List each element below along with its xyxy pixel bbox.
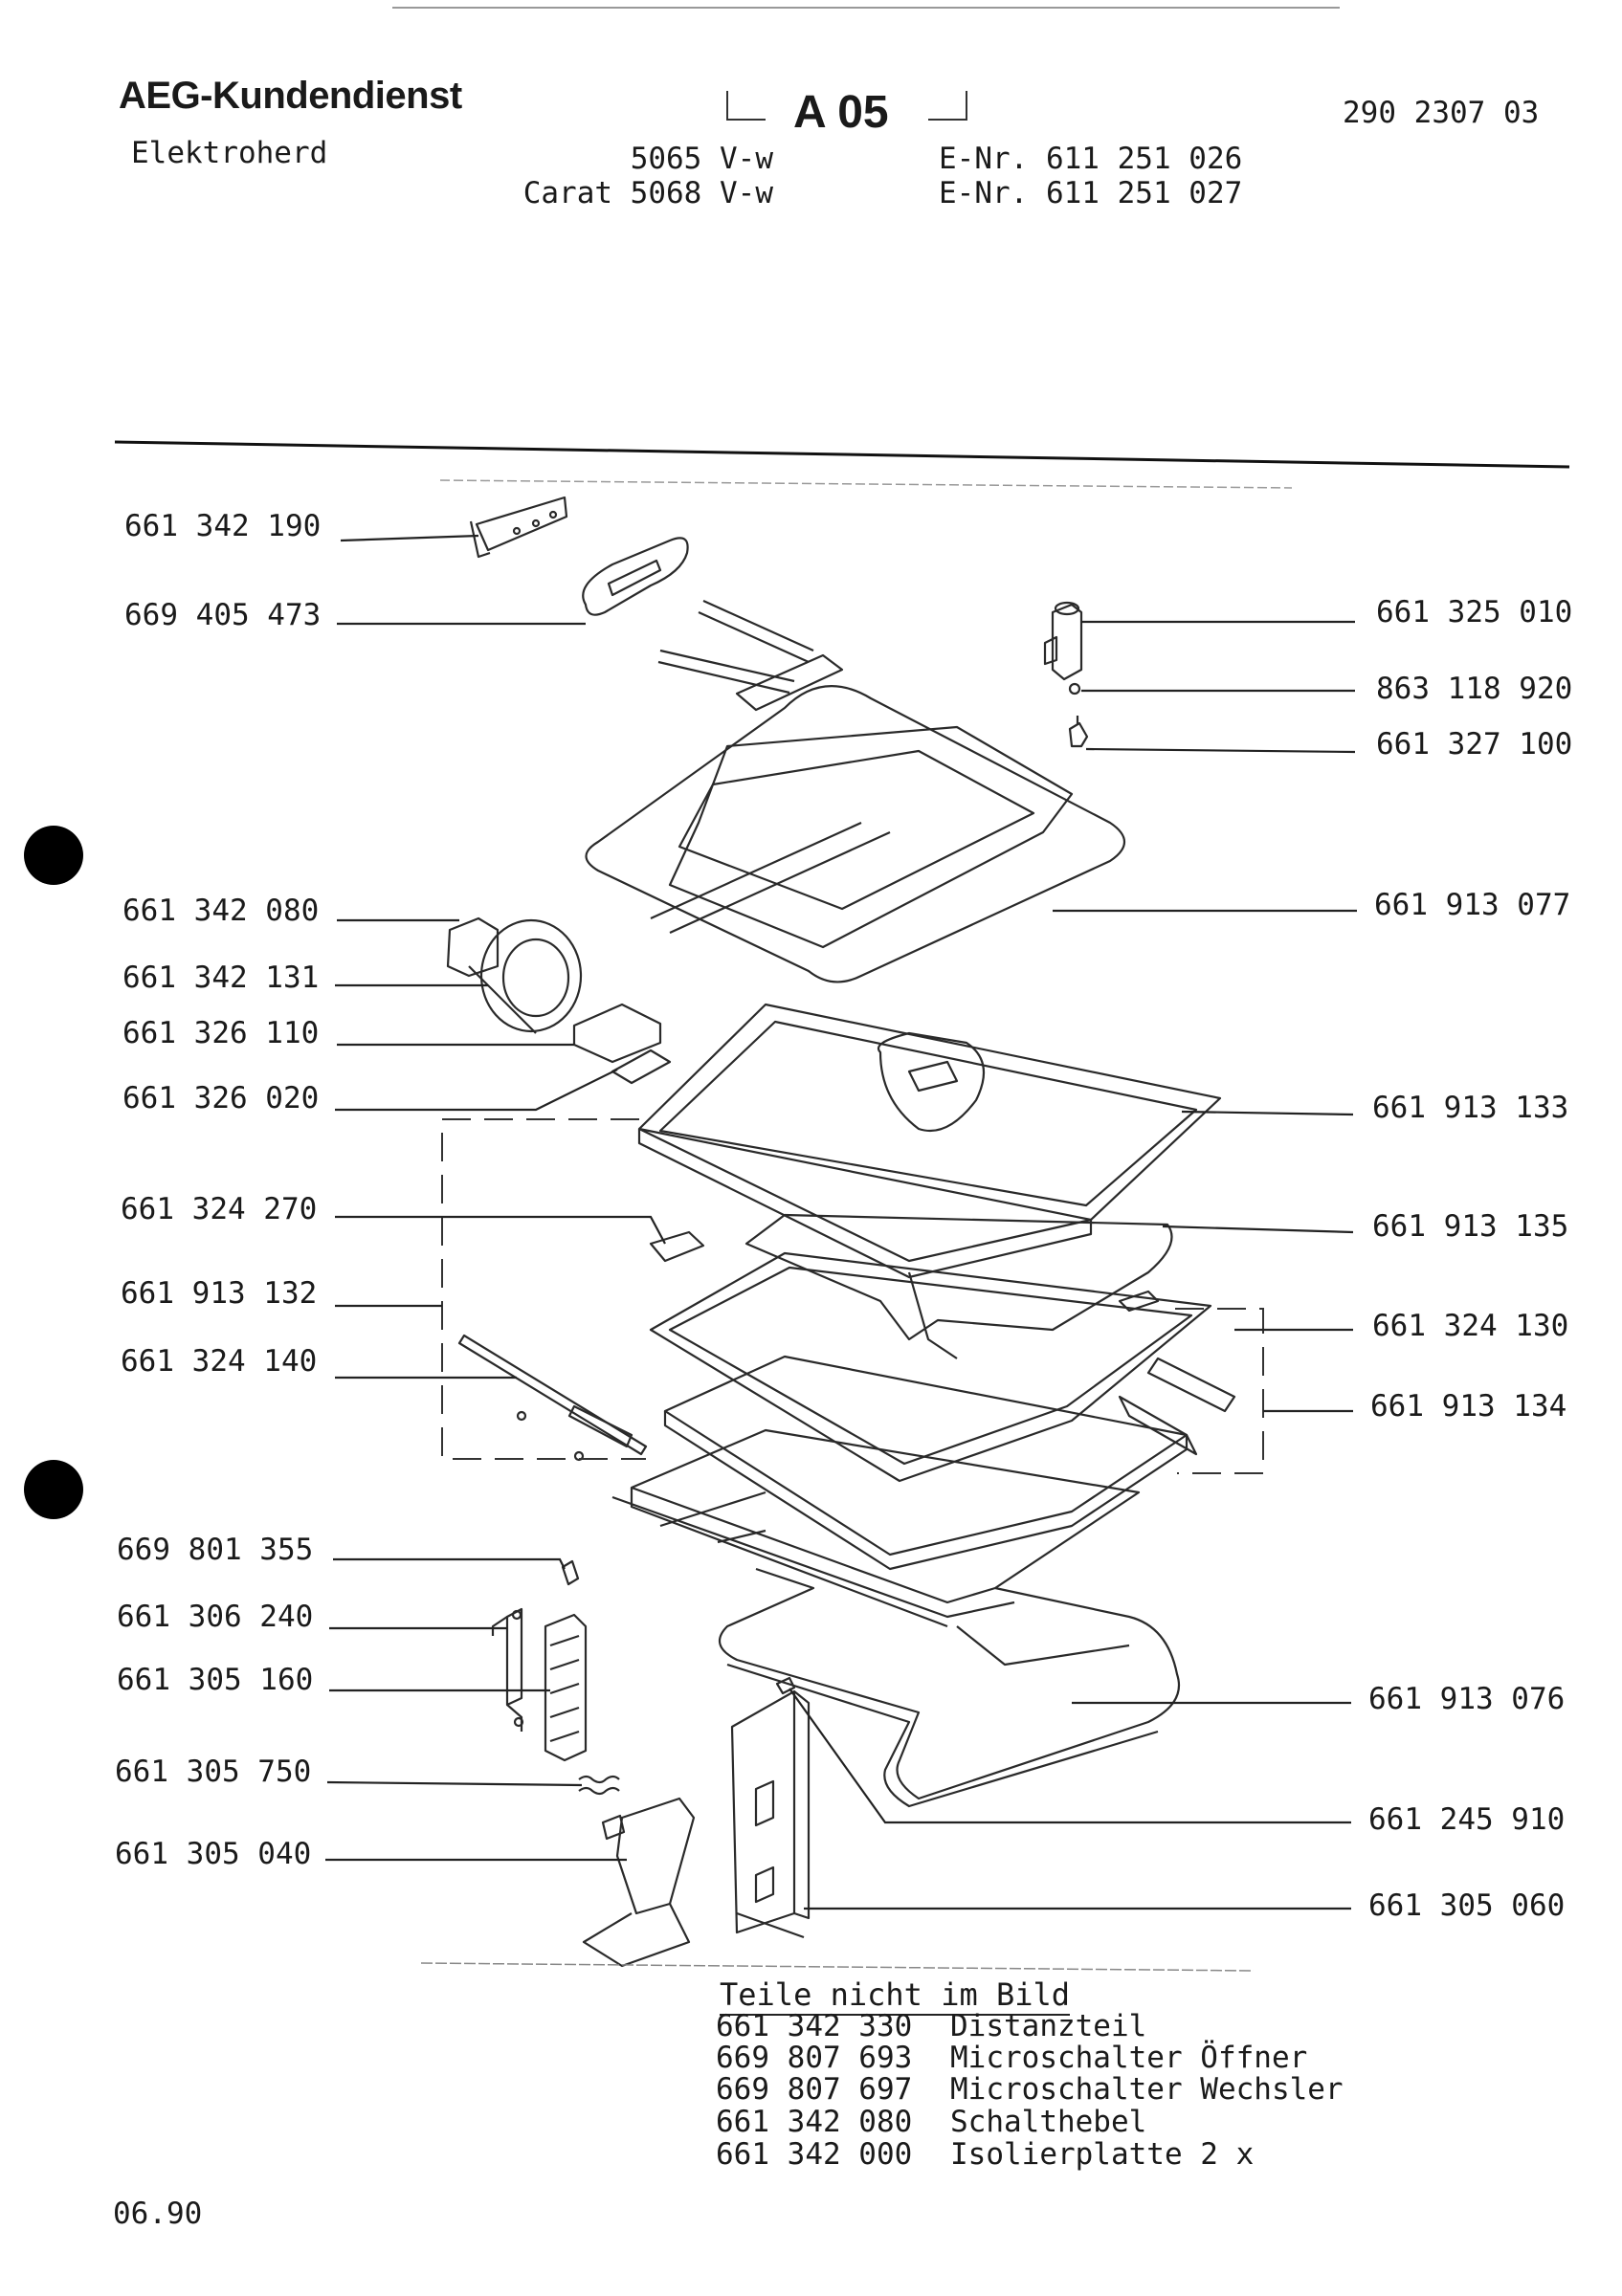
part-number: 669 405 473 <box>124 598 322 632</box>
part-number: 661 913 134 <box>1370 1389 1567 1424</box>
document-number: 290 2307 03 <box>1343 96 1540 130</box>
appliance-type: Elektroherd <box>131 136 328 170</box>
not-shown-desc: Distanzteil <box>950 2009 1147 2043</box>
binder-hole <box>24 1460 83 1519</box>
part-number: 661 305 750 <box>115 1755 312 1789</box>
not-shown-number: 669 807 693 <box>716 2041 913 2075</box>
not-shown-desc: Isolierplatte 2 x <box>950 2137 1255 2172</box>
model-enr: E-Nr. 611 251 026 <box>939 142 1243 176</box>
model-name: 5065 V-w <box>630 142 773 176</box>
model-enr: E-Nr. 611 251 027 <box>939 176 1243 210</box>
header-separator <box>114 440 1570 469</box>
part-number: 661 305 040 <box>115 1837 312 1871</box>
not-shown-heading: Teile nicht im Bild <box>720 1976 1071 2016</box>
part-number: 661 913 135 <box>1372 1209 1569 1244</box>
model-name: Carat 5068 V-w <box>522 176 773 210</box>
binder-hole <box>24 826 83 885</box>
brand-title: AEG-Kundendienst <box>119 75 462 117</box>
part-number: 863 118 920 <box>1376 672 1573 706</box>
part-number: 661 342 080 <box>122 894 320 928</box>
not-shown-number: 661 342 080 <box>716 2105 913 2139</box>
part-number: 661 305 160 <box>117 1663 314 1697</box>
not-shown-desc: Schalthebel <box>950 2105 1147 2139</box>
part-number: 661 913 076 <box>1368 1682 1566 1716</box>
sheet-code: A 05 <box>793 87 889 138</box>
part-number: 669 801 355 <box>117 1533 314 1567</box>
not-shown-number: 669 807 697 <box>716 2072 913 2107</box>
part-number: 661 324 140 <box>121 1344 318 1379</box>
part-number: 661 326 020 <box>122 1081 320 1115</box>
part-number: 661 327 100 <box>1376 727 1573 762</box>
part-number: 661 324 130 <box>1372 1309 1569 1343</box>
part-number: 661 342 131 <box>122 960 320 995</box>
sheet-bracket-left <box>726 91 766 121</box>
issue-date: 06.90 <box>113 2197 203 2231</box>
part-number: 661 326 110 <box>122 1016 320 1050</box>
not-shown-desc: Microschalter Wechsler <box>950 2072 1344 2107</box>
part-number: 661 306 240 <box>117 1600 314 1634</box>
part-number: 661 913 077 <box>1374 888 1571 922</box>
part-number: 661 324 270 <box>121 1192 318 1226</box>
not-shown-number: 661 342 330 <box>716 2009 913 2043</box>
part-number: 661 305 060 <box>1368 1888 1566 1923</box>
part-number: 661 913 133 <box>1372 1091 1569 1125</box>
sheet-bracket-right <box>928 91 967 121</box>
part-number: 661 325 010 <box>1376 595 1573 629</box>
not-shown-desc: Microschalter Öffner <box>950 2041 1308 2075</box>
not-shown-number: 661 342 000 <box>716 2137 913 2172</box>
part-number: 661 913 132 <box>121 1276 318 1311</box>
part-number: 661 245 910 <box>1368 1802 1566 1837</box>
part-number: 661 342 190 <box>124 509 322 543</box>
